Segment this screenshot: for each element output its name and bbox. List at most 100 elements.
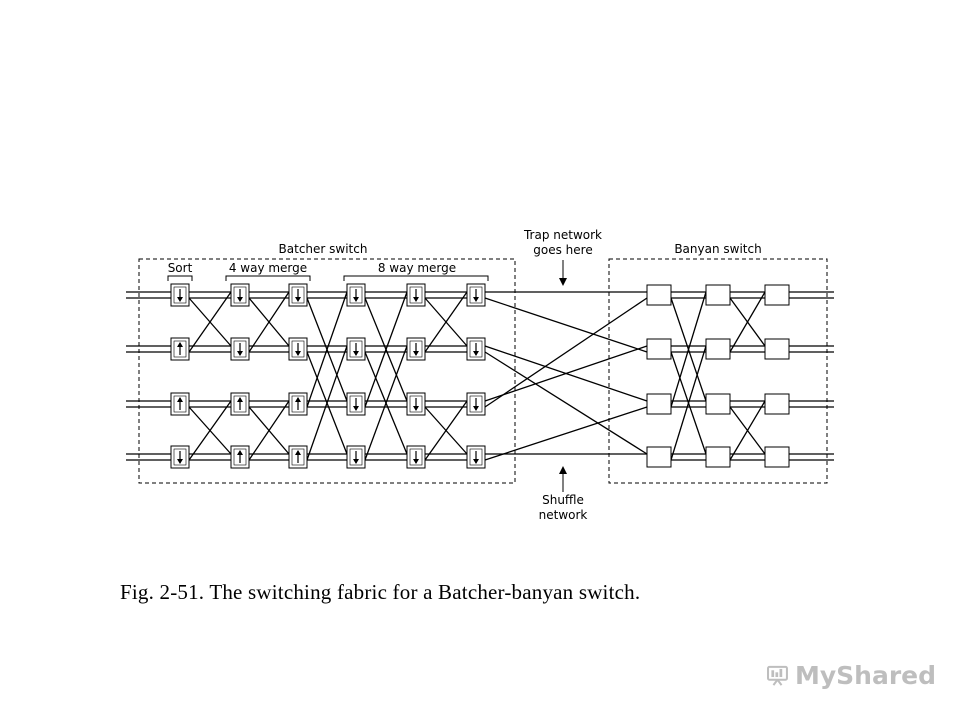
sorting-switch-inner	[173, 448, 187, 466]
banyan-wire	[670, 345, 707, 461]
banyan-switch-element	[646, 393, 672, 415]
sorting-switch-inner	[349, 448, 363, 466]
sorting-switch-inner	[173, 286, 187, 304]
stage-wire	[188, 291, 232, 353]
stage-wire	[306, 345, 348, 461]
arrow-down-head-icon	[353, 406, 359, 411]
watermark-text: MyShared	[794, 660, 936, 690]
wire-layer	[126, 291, 834, 461]
banyan-switch-element	[705, 393, 731, 415]
sorting-switch-inner	[349, 340, 363, 358]
banyan-switch-element	[764, 393, 790, 415]
banyan-switch-element	[646, 338, 672, 360]
trap-network-label-line2: goes here	[533, 243, 592, 257]
banyan-wire	[729, 291, 766, 353]
merge4-bracket	[225, 275, 311, 281]
shuffle-wire	[484, 406, 648, 461]
sorting-switch-inner	[173, 395, 187, 413]
stage-wire	[188, 400, 232, 461]
sort-label: Sort	[168, 261, 193, 275]
arrow-up-head-icon	[295, 450, 301, 455]
banyan-switch-region	[608, 258, 828, 484]
stage-wire	[248, 291, 290, 353]
banyan-switch-element	[646, 284, 672, 306]
stage-wire	[424, 291, 468, 353]
sorting-switch-inner	[173, 340, 187, 358]
sorting-switch-inner	[291, 286, 305, 304]
shuffle-network-label-line1: Shuffle	[542, 493, 584, 507]
shuffle-network-label-line2: network	[539, 508, 588, 522]
sorting-switch-inner	[469, 286, 483, 304]
sorting-switch-inner	[409, 395, 423, 413]
sorting-switch-inner	[233, 395, 247, 413]
arrow-up-head-icon	[177, 397, 183, 402]
sorting-switch-inner	[349, 286, 363, 304]
arrow-down-head-icon	[413, 351, 419, 356]
sorting-switch-inner	[349, 395, 363, 413]
presentation-board-icon	[767, 665, 788, 686]
sorting-switch-inner	[409, 448, 423, 466]
stage-wire	[424, 400, 468, 461]
arrow-down-head-icon	[473, 351, 479, 356]
sorting-switch-inner	[291, 395, 305, 413]
sorting-switch-inner	[291, 340, 305, 358]
shuffle-wire	[484, 297, 648, 353]
watermark: MyShared	[766, 655, 936, 695]
arrow-down-head-icon	[353, 297, 359, 302]
sorting-switch-inner	[233, 286, 247, 304]
switch-layer	[170, 283, 790, 469]
shuffle-pointer-arrowhead	[559, 466, 567, 474]
banyan-switch-element	[646, 446, 672, 468]
arrow-up-head-icon	[177, 342, 183, 347]
sorting-switch-inner	[291, 448, 305, 466]
banyan-switch-element	[705, 284, 731, 306]
batcher-switch-region	[138, 258, 516, 484]
trap-network-label-line1: Trap network	[523, 228, 602, 242]
banyan-wire	[729, 400, 766, 461]
shuffle-wire	[484, 345, 648, 402]
merge8-label: 8 way merge	[378, 261, 456, 275]
banyan-wire	[670, 291, 707, 408]
arrow-down-head-icon	[353, 459, 359, 464]
banyan-switch-element	[705, 338, 731, 360]
merge4-label: 4 way merge	[229, 261, 307, 275]
shuffle-wire	[484, 351, 648, 455]
arrow-up-head-icon	[237, 397, 243, 402]
arrow-up-head-icon	[237, 450, 243, 455]
sorting-switch-inner	[469, 395, 483, 413]
arrow-down-head-icon	[295, 297, 301, 302]
sorting-switch-inner	[469, 340, 483, 358]
banyan-switch-element	[764, 284, 790, 306]
arrow-down-head-icon	[473, 406, 479, 411]
arrow-down-head-icon	[413, 459, 419, 464]
arrow-down-head-icon	[413, 406, 419, 411]
arrow-down-head-icon	[177, 297, 183, 302]
sorting-switch-inner	[409, 286, 423, 304]
arrow-down-head-icon	[177, 459, 183, 464]
batcher-switch-label: Batcher switch	[279, 242, 368, 256]
sorting-switch-inner	[409, 340, 423, 358]
figure-caption: Fig. 2-51. The switching fabric for a Ba…	[120, 580, 641, 604]
merge8-bracket	[343, 275, 489, 281]
shuffle-wire	[484, 297, 648, 408]
banyan-switch-element	[764, 446, 790, 468]
trap-pointer-arrowhead	[559, 278, 567, 286]
arrow-down-head-icon	[473, 459, 479, 464]
arrow-up-head-icon	[295, 397, 301, 402]
arrow-down-head-icon	[353, 351, 359, 356]
arrow-down-head-icon	[473, 297, 479, 302]
arrow-down-head-icon	[237, 297, 243, 302]
arrow-down-head-icon	[413, 297, 419, 302]
stage-wire	[306, 291, 348, 408]
stage-wire	[364, 345, 408, 461]
arrow-down-head-icon	[295, 351, 301, 356]
sort-bracket	[167, 275, 193, 281]
stage-wire	[248, 400, 290, 461]
banyan-switch-label: Banyan switch	[674, 242, 761, 256]
arrow-down-head-icon	[237, 351, 243, 356]
sorting-switch-inner	[233, 340, 247, 358]
banyan-switch-element	[705, 446, 731, 468]
stage-wire	[364, 291, 408, 408]
sorting-switch-inner	[469, 448, 483, 466]
